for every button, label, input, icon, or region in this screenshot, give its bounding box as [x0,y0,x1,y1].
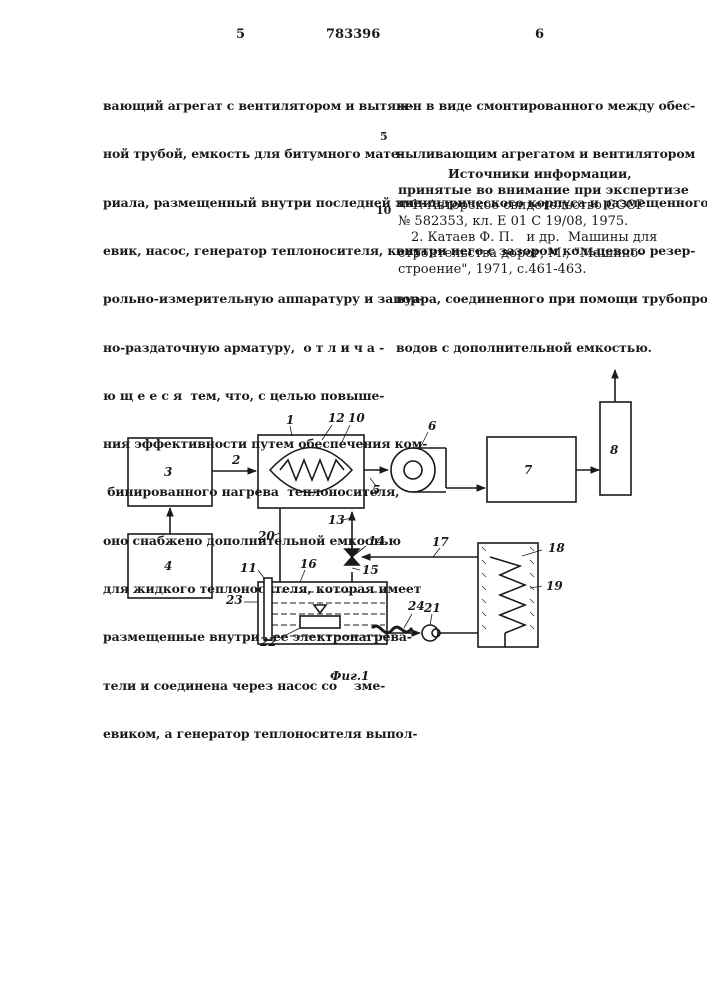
pump-21 [422,625,438,641]
electric-heater-23 [264,578,272,640]
label-20: 20 [257,529,275,543]
level-indicator [314,605,326,613]
label-8: 8 [610,443,619,457]
label-15: 15 [362,563,379,577]
label-19: 19 [546,579,563,593]
label-11: 11 [240,561,257,575]
tank-16 [258,582,387,644]
label-3: 3 [164,465,172,479]
heater-24 [372,626,412,633]
label-16: 16 [300,557,317,571]
heat-generator-1 [258,435,364,508]
coil-18 [490,557,525,633]
label-17: 17 [432,535,449,549]
label-13: 13 [328,513,345,527]
label-14: 14 [368,534,385,548]
coil-10 [280,460,344,480]
annular-reservoir-12 [270,448,352,493]
figure-caption: Фиг.1 [330,669,369,683]
submersible-element-22 [300,616,340,628]
label-5: 5 [372,483,380,497]
label-24: 24 [407,599,425,613]
label-12: 12 [328,411,345,425]
label-22: 22 [259,635,277,649]
label-6: 6 [428,419,437,433]
fan-6 [391,448,435,492]
label-18: 18 [548,541,565,555]
label-10: 10 [348,411,365,425]
label-23: 23 [225,593,243,607]
label-4: 4 [164,559,172,573]
label-2: 2 [231,453,240,467]
label-21: 21 [423,601,441,615]
label-1: 1 [286,413,294,427]
label-7: 7 [524,463,533,477]
